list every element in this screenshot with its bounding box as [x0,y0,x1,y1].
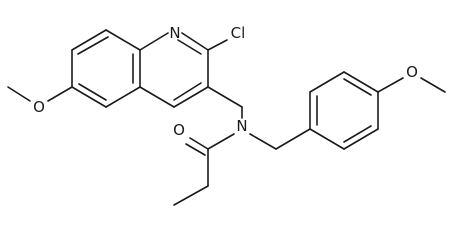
chlorine-label: Cl [231,24,246,42]
bond [77,36,109,55]
bond [177,39,202,55]
bond [173,82,202,101]
bond [71,86,107,108]
bond [78,83,107,101]
atom-labels: N Cl O N O O [33,24,418,139]
benzyl-methoxy-oxygen-label: O [406,63,418,81]
bond [181,32,209,51]
bond [275,128,311,150]
bond [173,185,209,206]
amide-nitrogen-label: N [236,117,247,135]
bond [309,128,345,150]
chemical-structure: N Cl O N O O [7,24,446,206]
bond [309,71,345,93]
bond [173,86,209,108]
bond [207,86,243,108]
bond [71,29,107,51]
bond [420,77,446,93]
bond [7,86,31,102]
bond [343,128,379,150]
bond [139,86,175,108]
bond [249,133,277,150]
bond [207,133,235,150]
bond [47,86,73,102]
bond [343,78,372,96]
bond [185,143,206,156]
bonds [7,29,446,206]
quinoline-methoxy-oxygen-label: O [33,98,45,116]
bond [189,137,209,150]
bond [207,39,228,51]
bond [139,32,169,51]
bond [105,86,141,108]
bond [343,125,372,143]
bond [343,71,379,93]
ring-nitrogen-label: N [169,24,180,42]
carbonyl-oxygen-label: O [173,121,185,139]
bond [105,29,141,51]
bond [377,77,404,93]
